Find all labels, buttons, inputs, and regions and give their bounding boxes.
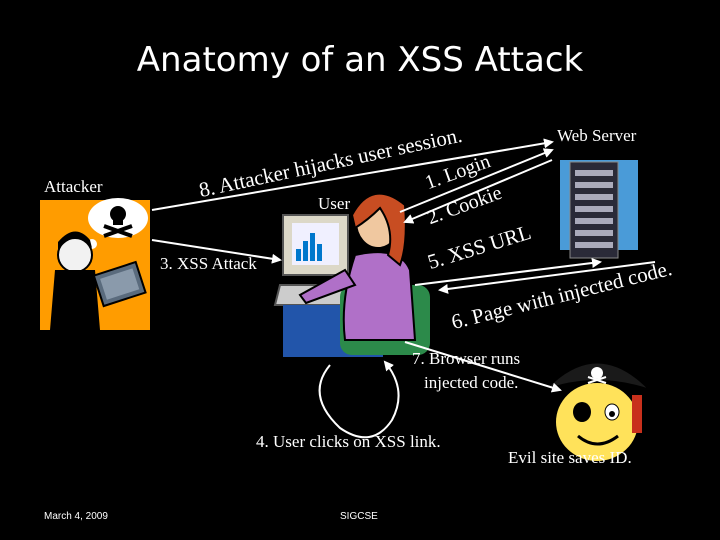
- footer-date: March 4, 2009: [44, 511, 108, 522]
- slide-title: Anatomy of an XSS Attack: [136, 40, 584, 80]
- user-at-computer-icon: [273, 192, 430, 357]
- pirate-smiley-icon: [544, 361, 651, 463]
- step7-label-line2: injected code.: [424, 373, 519, 392]
- step7-label-line1: 7. Browser runs: [412, 349, 521, 368]
- attacker-clipart-icon: [40, 198, 150, 330]
- web-server-label: Web Server: [557, 126, 637, 145]
- attacker-label: Attacker: [44, 177, 103, 196]
- user-label: User: [318, 194, 351, 213]
- footer-event: SIGCSE: [340, 511, 378, 522]
- server-rack-icon: [560, 160, 638, 259]
- arrows: [151, 138, 656, 439]
- evil-site-label: Evil site saves ID.: [508, 448, 632, 467]
- step4-label: 4. User clicks on XSS link.: [256, 432, 441, 451]
- step3-label: 3. XSS Attack: [160, 254, 257, 273]
